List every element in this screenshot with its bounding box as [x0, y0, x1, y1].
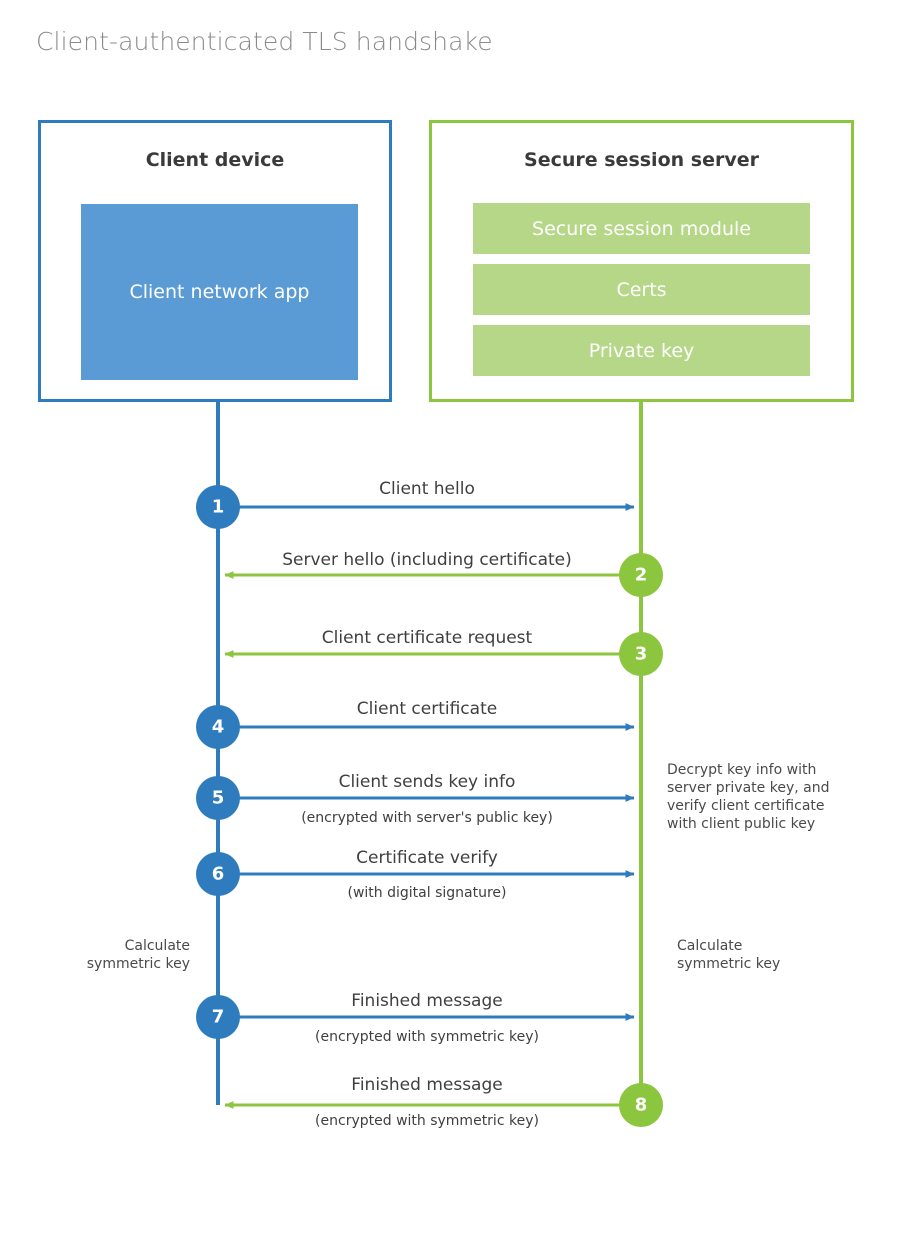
message-label-5: Client sends key info: [338, 772, 516, 792]
step-circle-2: [619, 553, 663, 597]
server-component-certs: Certs: [473, 264, 810, 315]
message-label-8: Finished message: [351, 1075, 503, 1095]
server-component-secure-session-module: Secure session module: [473, 203, 810, 254]
server-decrypt-note-line-1: Decrypt key info with: [667, 762, 817, 778]
server-decrypt-note-line-4: with client public key: [667, 816, 816, 832]
message-label-4: Client certificate: [356, 699, 498, 719]
message-sublabel-7: (encrypted with symmetric key): [315, 1029, 539, 1045]
client-network-app-box: Client network app: [81, 204, 358, 380]
client-calculate-symmetric-key-note: Calculate symmetric key: [40, 937, 190, 973]
message-sublabel-8: (encrypted with symmetric key): [315, 1113, 539, 1129]
step-circle-1: [196, 485, 240, 529]
server-decrypt-note-line-2: server private key, and: [667, 780, 830, 796]
step-circle-7: [196, 995, 240, 1039]
step-circle-4: [196, 705, 240, 749]
secure-session-server-title: Secure session server: [524, 149, 759, 171]
message-sublabel-6: (with digital signature): [347, 885, 507, 901]
server-decrypt-note-line-3: verify client certificate: [667, 798, 825, 814]
step-circle-3: [619, 632, 663, 676]
message-label-7: Finished message: [351, 991, 503, 1011]
server-component-private-key: Private key: [473, 325, 810, 376]
message-label-2: Server hello (including certificate): [282, 550, 572, 570]
client-device-box: Client device Client network app: [38, 120, 392, 402]
secure-session-server-box: Secure session server Secure session mod…: [429, 120, 854, 402]
server-calc-note-line-2: symmetric key: [677, 956, 781, 972]
step-circle-8: [619, 1083, 663, 1127]
client-device-title: Client device: [145, 149, 285, 171]
page-title: Client-authenticated TLS handshake: [36, 27, 493, 56]
client-calc-note-line-2: symmetric key: [86, 956, 190, 972]
message-label-6: Certificate verify: [356, 848, 498, 868]
step-circle-6: [196, 852, 240, 896]
step-circle-5: [196, 776, 240, 820]
server-calculate-symmetric-key-note: Calculate symmetric key: [677, 937, 847, 973]
message-label-3: Client certificate request: [321, 628, 533, 648]
message-label-1: Client hello: [379, 479, 475, 499]
client-calc-note-line-1: Calculate: [124, 938, 190, 954]
message-sublabel-5: (encrypted with server's public key): [301, 810, 553, 826]
server-calc-note-line-1: Calculate: [677, 938, 743, 954]
server-decrypt-note: Decrypt key info with server private key…: [667, 761, 847, 833]
